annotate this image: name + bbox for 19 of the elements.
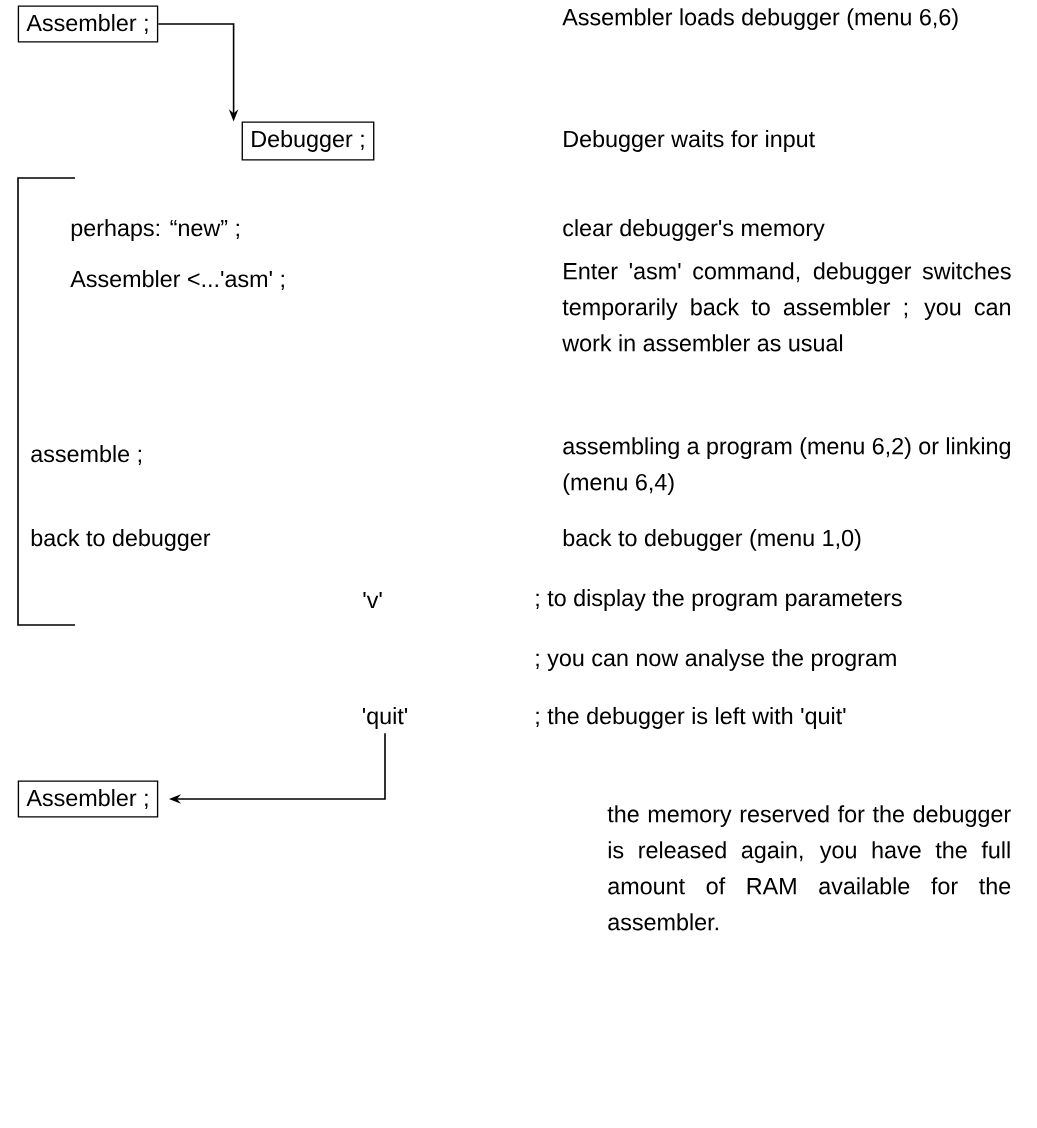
- description-text: Assembler loads debugger (menu 6,6): [562, 8, 958, 31]
- text-label: back to debugger: [31, 529, 211, 551]
- text-label: Debugger waits for input: [564, 130, 815, 152]
- command-text: 'quit': [362, 707, 408, 729]
- text-label: ; you can now analyse the program: [536, 649, 896, 671]
- description-text: assembling a program (menu 6,2) or linking (menu 6,4): [563, 437, 1010, 495]
- text-label: assemble ;: [31, 445, 141, 465]
- description-text: the memory reserved for the debugger is released again, you have the full amount of RAM available for the assembler.: [607, 805, 1011, 931]
- text-label: ; the debugger is left with 'quit': [536, 707, 846, 729]
- process-box: Assembler ;: [17, 5, 159, 43]
- process-box: Assembler ;: [17, 780, 159, 818]
- text-label: perhaps: “new” ;: [71, 219, 239, 241]
- process-box: Debugger ;: [241, 121, 375, 161]
- text-label: back to debugger (menu 1,0): [563, 529, 861, 551]
- text-label: ; to display the program parameters: [536, 589, 902, 611]
- text-label: Assembler <...'asm' ;: [70, 270, 284, 290]
- text-label: clear debugger's memory: [563, 219, 825, 241]
- text-label: 'v': [363, 591, 382, 609]
- description-text: Enter 'asm' command, debugger switches temporarily back to assembler ; you can work in assembler as usual: [562, 262, 1011, 352]
